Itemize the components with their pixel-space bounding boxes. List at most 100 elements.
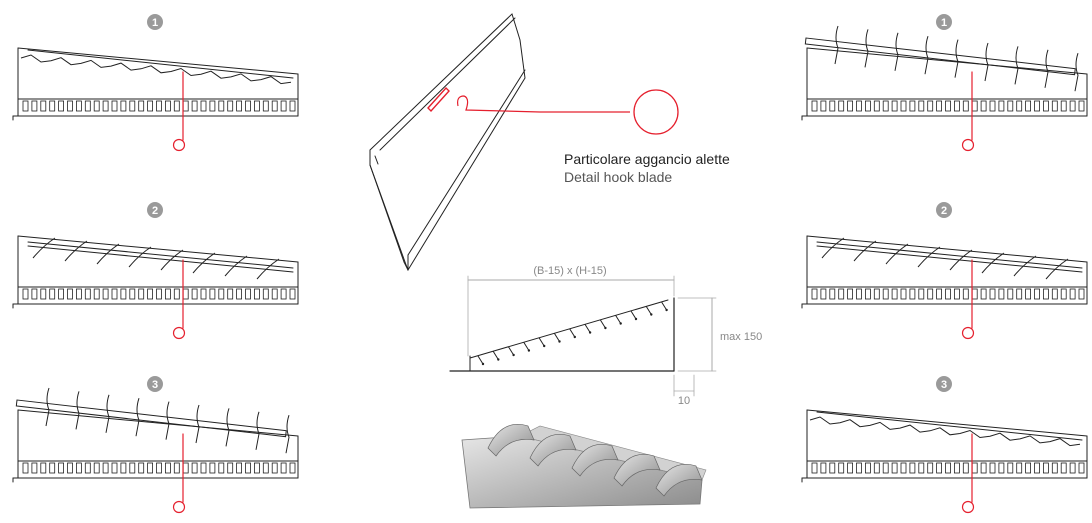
grille-slot bbox=[164, 288, 171, 300]
vertical-blade bbox=[984, 42, 989, 82]
grille-slot bbox=[945, 462, 951, 474]
grille-slot bbox=[1042, 100, 1049, 112]
blades bbox=[15, 387, 290, 454]
vertical-blade bbox=[165, 401, 170, 440]
grille-slot bbox=[31, 462, 38, 474]
grille-slot bbox=[138, 288, 145, 300]
grille-slot bbox=[1007, 462, 1014, 474]
grille-slot bbox=[164, 462, 171, 474]
product-illustration bbox=[461, 424, 707, 509]
grille-slot bbox=[856, 462, 862, 474]
grille-slot bbox=[156, 462, 162, 474]
grille-slot bbox=[989, 100, 996, 112]
grille-slot bbox=[173, 100, 180, 112]
blade-tick bbox=[569, 328, 576, 338]
grille-slot bbox=[811, 462, 818, 474]
caption-english: Detail hook blade bbox=[564, 169, 673, 185]
grille-slot bbox=[58, 100, 64, 112]
vertical-blade bbox=[954, 39, 959, 78]
grille-slot bbox=[253, 462, 260, 474]
grille-slot bbox=[918, 100, 925, 112]
blade-tick bbox=[523, 342, 530, 351]
step-badge-number: 1 bbox=[152, 17, 158, 29]
grille-slot bbox=[40, 288, 47, 300]
grille-slot bbox=[209, 100, 216, 112]
hook-callout-line bbox=[457, 95, 630, 113]
grille-slot bbox=[182, 288, 189, 300]
grille bbox=[811, 100, 1085, 112]
grille-slot bbox=[838, 462, 845, 474]
blade-tip bbox=[634, 317, 638, 321]
grille-slot bbox=[289, 462, 296, 474]
vertical-blade bbox=[75, 391, 80, 430]
grille-slot bbox=[909, 100, 916, 112]
grille-slot bbox=[811, 288, 818, 300]
grille-slot bbox=[927, 288, 934, 300]
grille-slot bbox=[31, 100, 38, 112]
product-blade bbox=[571, 444, 619, 477]
step-badge: 1 bbox=[147, 14, 163, 30]
step-badge-number: 2 bbox=[152, 205, 158, 217]
grille-slot bbox=[1016, 288, 1023, 300]
blade-tick bbox=[599, 319, 606, 329]
height-label: max 150 bbox=[720, 331, 762, 343]
grille-slot bbox=[191, 462, 198, 474]
grille-slot bbox=[953, 462, 960, 474]
blades bbox=[816, 237, 1083, 280]
grille-slot bbox=[147, 462, 154, 474]
grille-slot bbox=[67, 462, 73, 474]
grille-slot bbox=[936, 288, 943, 300]
step-badge-circle bbox=[936, 376, 952, 392]
hook-blade bbox=[224, 255, 248, 277]
vertical-blade bbox=[1074, 53, 1079, 92]
grille-slot bbox=[971, 462, 978, 474]
blades bbox=[20, 49, 294, 85]
vertical-blade bbox=[225, 408, 230, 447]
hook-blade bbox=[853, 240, 877, 262]
grille-slot bbox=[1016, 100, 1023, 112]
right-panel-1: 1 bbox=[801, 14, 1088, 152]
grille-slot bbox=[102, 462, 109, 474]
grille-slot bbox=[209, 288, 216, 300]
blade-tip bbox=[481, 362, 485, 366]
grille-slot bbox=[927, 100, 934, 112]
grille-slot bbox=[962, 288, 969, 300]
hook-blade bbox=[160, 249, 184, 271]
grille-slot bbox=[253, 288, 260, 300]
step-badge: 2 bbox=[936, 202, 952, 218]
hook-blade bbox=[1045, 258, 1069, 280]
blade-tip bbox=[512, 353, 515, 357]
grille bbox=[811, 288, 1085, 300]
flange-label: 10 bbox=[678, 395, 690, 407]
grille-slot bbox=[22, 462, 29, 474]
vertical-blade bbox=[1044, 49, 1049, 88]
grille-slot bbox=[900, 288, 907, 300]
grille-slot bbox=[1034, 100, 1040, 112]
sensor bbox=[961, 259, 975, 340]
left-panel-3: 3 bbox=[12, 376, 299, 514]
sensor-ring bbox=[172, 138, 186, 152]
step-badge-number: 1 bbox=[941, 17, 947, 29]
grille-slot bbox=[953, 288, 960, 300]
right-panel-2: 2 bbox=[801, 202, 1088, 340]
blade-tick bbox=[615, 315, 622, 324]
grille-slot bbox=[84, 462, 91, 474]
grille-slot bbox=[76, 100, 82, 112]
grille-slot bbox=[218, 462, 225, 474]
grille-slot bbox=[111, 462, 118, 474]
grille-slot bbox=[927, 462, 934, 474]
right-panel-3: 3 bbox=[801, 376, 1088, 514]
grille-slot bbox=[111, 288, 118, 300]
left-panel-1: 1 bbox=[12, 14, 299, 152]
grille-slot bbox=[227, 462, 234, 474]
blade-tip bbox=[619, 322, 622, 325]
grille-slot bbox=[820, 462, 827, 474]
grille-slot bbox=[280, 462, 287, 474]
hook-blade-detail bbox=[369, 13, 679, 272]
grille-slot bbox=[93, 288, 100, 300]
vertical-blade bbox=[894, 32, 899, 71]
grille-slot bbox=[271, 462, 278, 474]
grille-slot bbox=[289, 100, 296, 112]
grille-slot bbox=[1042, 288, 1049, 300]
